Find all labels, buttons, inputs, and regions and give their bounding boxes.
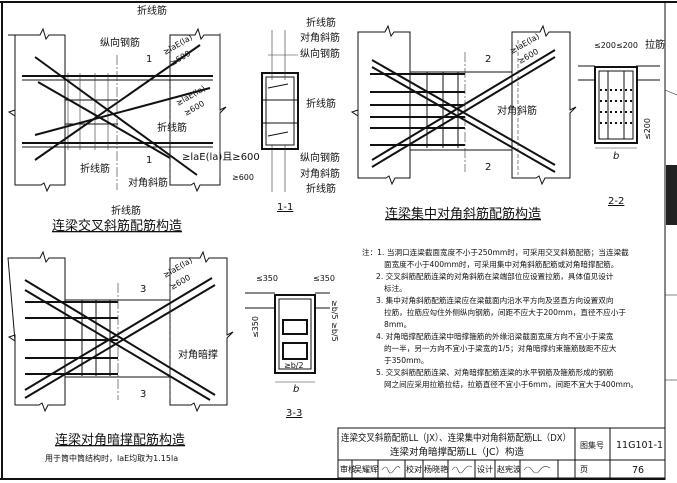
label-longitudinal-bar: 纵向钢筋	[100, 36, 140, 49]
atlas-number: 11G101-1	[616, 440, 663, 451]
section-3-3-drawing	[245, 292, 330, 383]
page-number: 76	[632, 465, 644, 476]
title-block	[0, 427, 666, 480]
section-mark-2-top: 2	[485, 54, 491, 65]
page-label: 页	[580, 465, 588, 474]
label-bent-bar-low: 折线筋	[80, 162, 110, 175]
section-3-dim-top-left: ≤350	[256, 274, 278, 283]
reviewer-signature	[381, 466, 401, 474]
section-mark-2-bottom: 2	[485, 162, 491, 173]
sidebar-tabs	[664, 89, 677, 381]
label-diagonal-bar: 对角斜筋	[128, 176, 168, 189]
reviewer-name: 吴耀辉	[354, 465, 378, 474]
note-line: 网之间应采用拉筋拉结，拉筋直径不宜小于6mm，间距不宜大于400mm。	[384, 379, 638, 389]
diagonal-brace-beam-elevation	[7, 250, 234, 413]
note-line: 的一半，另一方向不宜小于梁宽的1/5；对角暗撑约束箍筋肢距不应大	[384, 343, 617, 353]
drawing-1-title: 连梁交叉斜筋配筋构造	[52, 218, 182, 234]
dim-anchor-3: ≥laE(la)且≥600	[182, 151, 260, 163]
section-1-label: 折线筋	[306, 97, 336, 110]
section-1-label: 折线筋	[306, 182, 336, 195]
note-line: 2. 交叉斜筋配筋连梁的对角斜筋在梁端部位应设置拉筋，具体值见设计	[376, 271, 614, 281]
section-3-width: b	[293, 384, 299, 395]
section-1-1-drawing	[261, 30, 299, 192]
section-3-3-title: 3-3	[286, 408, 302, 419]
section-3-dim-inner: ≥b/2	[284, 361, 304, 370]
note-line: 拉筋，拉筋应勾住外侧纵向钢筋，间距不应大于200mm，直径不应小于	[384, 307, 626, 317]
sidebar-active-tab	[666, 165, 677, 225]
label-bent-bar-top: 折线筋	[137, 4, 167, 17]
note-line: 8mm。	[384, 320, 411, 329]
drawing-3-title: 连梁对角暗撑配筋构造	[55, 432, 185, 448]
sheet-title-line-2: 连梁对角暗撑配筋LL（JC）构造	[390, 446, 525, 458]
section-3-dim-side: ≤350	[251, 316, 260, 338]
cross-diagonal-beam-elevation	[7, 27, 227, 193]
section-2-2-drawing	[578, 65, 660, 149]
designer-name: 赵宪波	[497, 464, 521, 474]
note-line: 3. 集中对角斜筋配筋连梁应在梁截面内沿水平方向及竖直方向设置双向	[376, 295, 613, 305]
note-line: 5. 交叉斜筋配筋连梁、对角暗撑配筋连梁的水平钢筋及箍筋形成的钢筋	[376, 367, 614, 377]
note-line: 标注。	[384, 283, 407, 293]
section-2-label-tie: 拉筋	[645, 38, 665, 51]
section-2-2-title: 2-2	[608, 196, 624, 207]
section-1-label: 纵向钢筋	[300, 47, 340, 60]
section-2-width: b	[613, 151, 619, 162]
section-mark-3-bottom: 3	[140, 389, 146, 400]
notes: 注：1. 当洞口连梁截面宽度不小于250mm时，可采用交叉斜筋配筋；当连梁截 面…	[362, 247, 638, 389]
designer-signature	[523, 466, 551, 474]
section-mark-1-bottom: 1	[146, 155, 152, 166]
atlas-label: 图集号	[580, 440, 604, 450]
section-2-dim-top: ≤200≤200	[594, 41, 638, 50]
label-bent-bar-mid: 折线筋	[157, 121, 187, 134]
design-label: 设计	[477, 464, 493, 474]
sheet-title-line-1: 连梁交叉斜筋配筋LL（JX）、连梁集中对角斜筋配筋LL（DX）	[341, 432, 571, 444]
label-diagonal-bar-2: 对角斜筋	[497, 104, 537, 117]
section-1-dim: ≥600	[232, 173, 254, 182]
review-label: 审核	[340, 464, 356, 474]
section-1-label: 对角斜筋	[300, 31, 340, 44]
checker-name: 杨晓艳	[424, 464, 448, 474]
section-2-dim-side: ≤200	[643, 118, 652, 140]
note-line: 面宽度不小于400mm时，可采用集中对角斜筋配筋或对角暗撑配筋。	[384, 259, 618, 269]
label-diagonal-brace: 对角暗撑	[178, 348, 218, 361]
check-label: 校对	[406, 464, 422, 474]
section-1-label: 折线筋	[306, 16, 336, 29]
section-3-dim-top-right: ≤350	[313, 274, 335, 283]
checker-signature	[451, 465, 473, 474]
section-1-label: 纵向钢筋	[300, 151, 340, 164]
section-mark-3-top: 3	[140, 284, 146, 295]
note-line: 于350mm。	[384, 356, 428, 365]
section-3-dim-right: ≥b/5 ≥b/5	[330, 300, 339, 342]
section-1-1-title: 1-1	[277, 202, 293, 213]
concentrated-diagonal-beam-elevation	[350, 24, 577, 186]
label-bent-bar-bottom: 折线筋	[111, 204, 141, 217]
section-1-label: 对角斜筋	[300, 167, 340, 180]
note-line: 4. 对角暗撑配筋连梁中暗撑箍筋的外缘沿梁截面宽度方向不宜小于梁宽	[376, 331, 614, 341]
section-mark-1-top: 1	[146, 54, 152, 65]
drawing-2-title: 连梁集中对角斜筋配筋构造	[385, 206, 541, 222]
drawing-3-subtitle: 用于筒中筒结构时，laE均取为1.15la	[45, 453, 178, 463]
note-line: 注：1. 当洞口连梁截面宽度不小于250mm时，可采用交叉斜筋配筋；当连梁截	[362, 247, 629, 257]
